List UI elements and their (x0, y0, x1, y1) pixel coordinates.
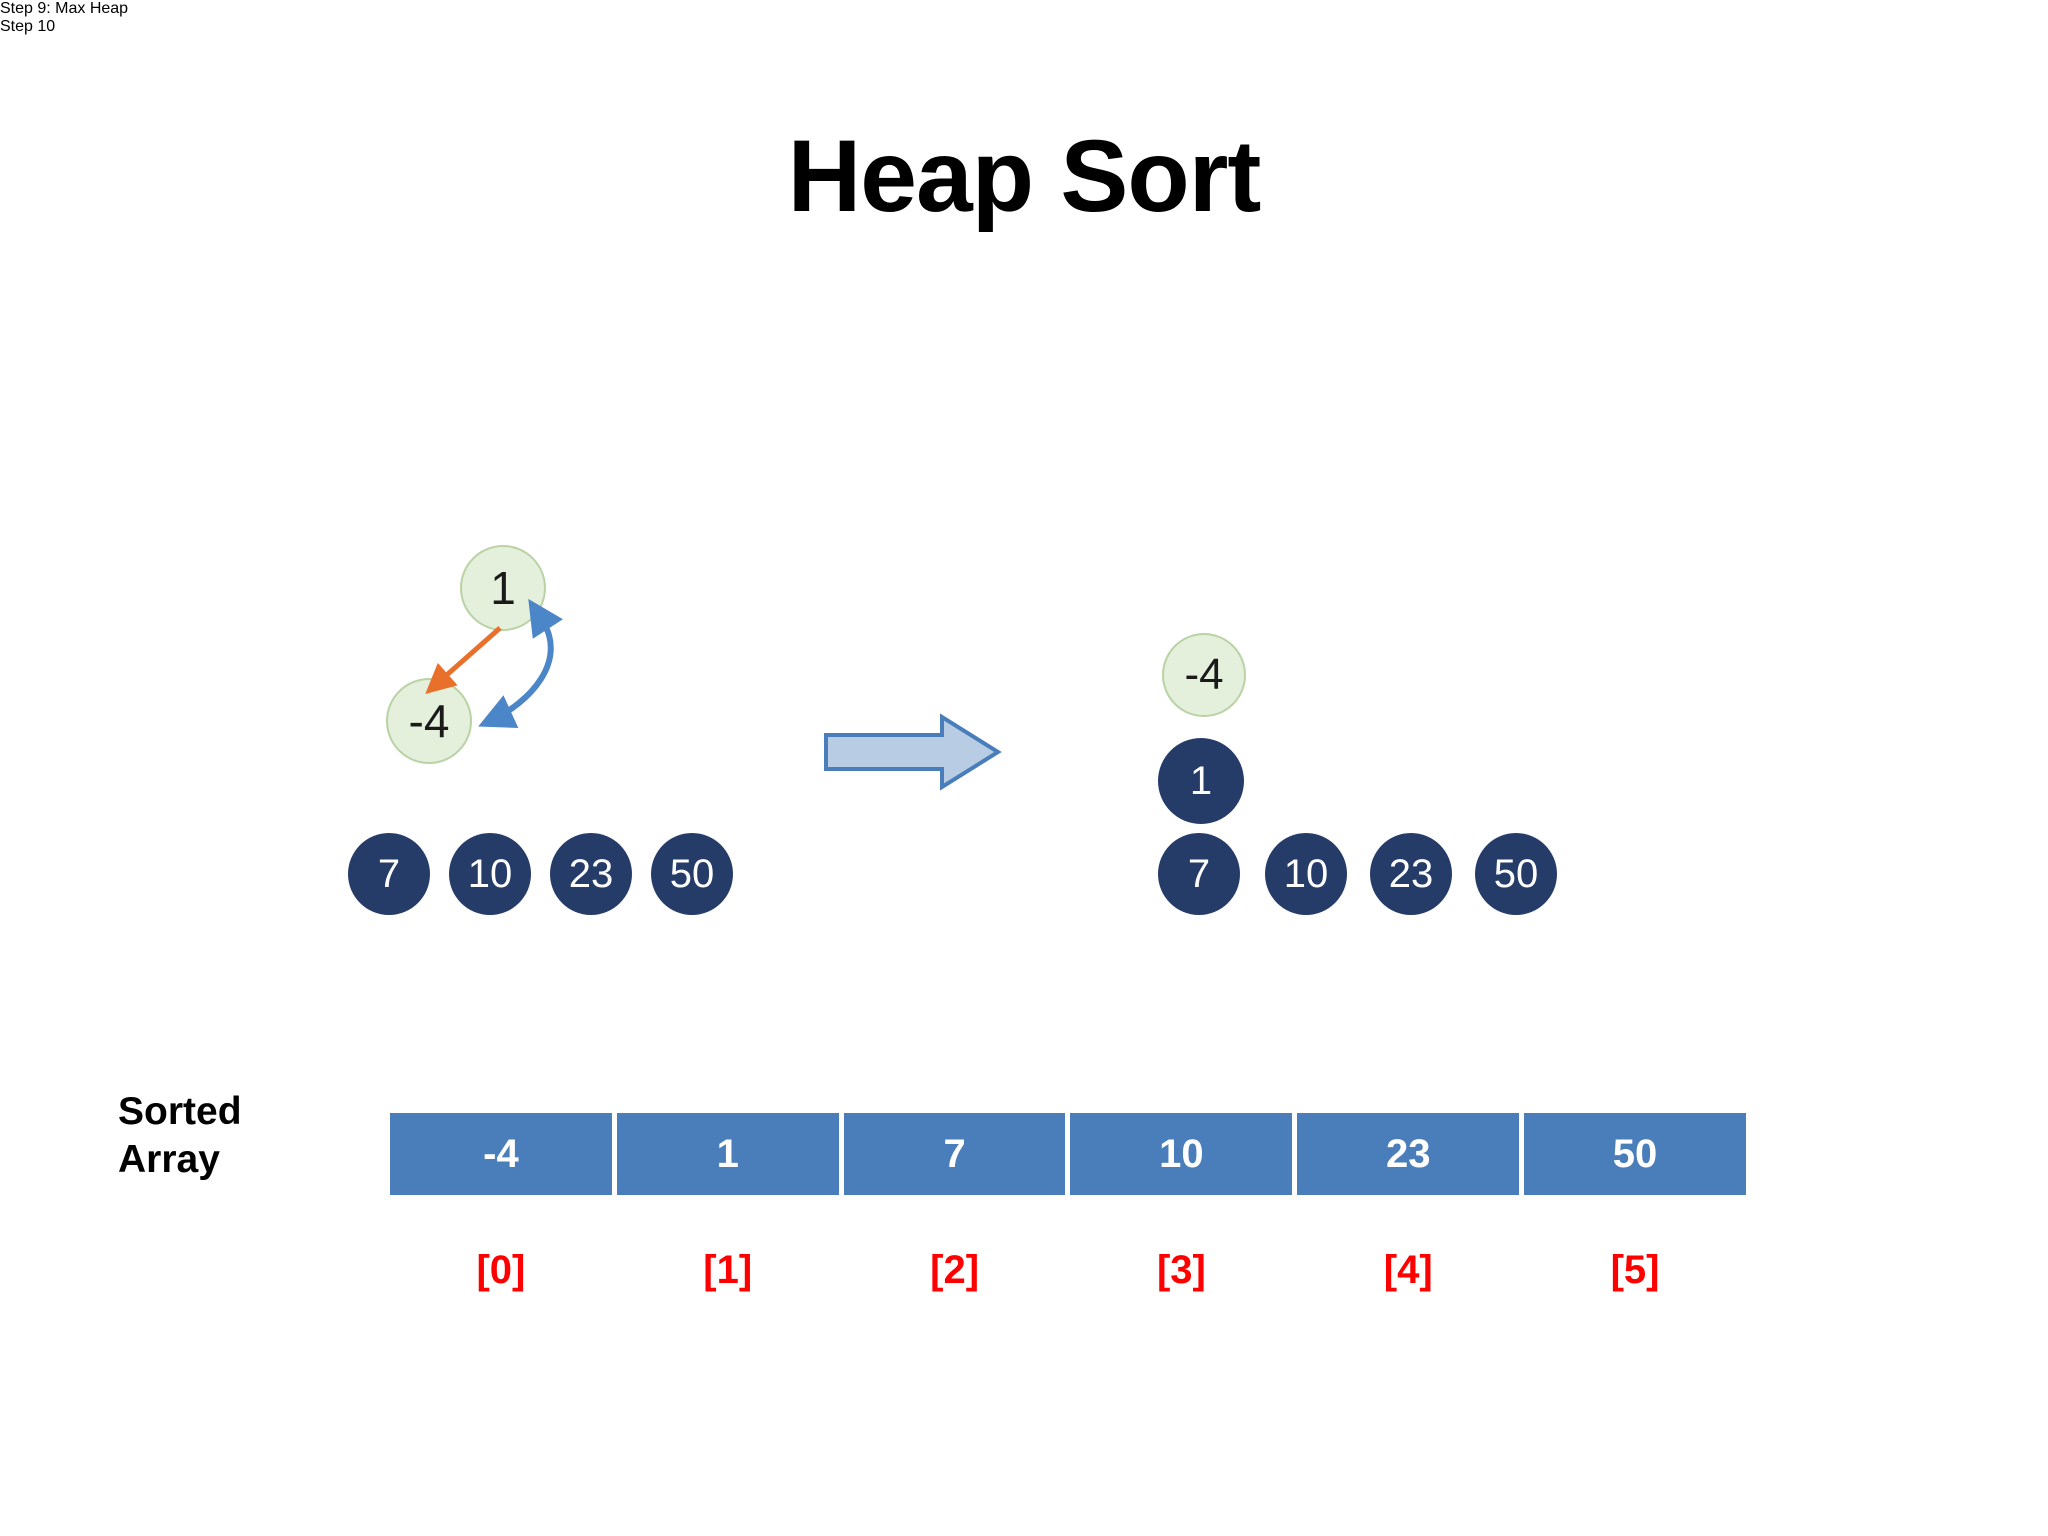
sorted-array-label: Sorted Array (118, 1088, 368, 1183)
swap-arrow-blue (478, 598, 563, 728)
left-tree-node-child: -4 (386, 678, 472, 764)
move-arrow-orange (425, 626, 502, 694)
right-sorted-node-3: 50 (1475, 833, 1557, 915)
right-tree-node-extracted: -4 (1162, 633, 1246, 717)
left-tree-node-root: 1 (460, 545, 546, 631)
transition-right-arrow-icon (824, 713, 1002, 791)
right-sorted-node-2: 23 (1370, 833, 1452, 915)
sorted-array-row: -4 1 7 10 23 50 (390, 1113, 1746, 1195)
sorted-array-label-line1: Sorted (118, 1090, 242, 1133)
left-sorted-node-2: 23 (550, 833, 632, 915)
right-tree-node-placed: 1 (1158, 738, 1244, 824)
array-cell-3: 10 (1070, 1113, 1293, 1195)
array-cell-5: 50 (1524, 1113, 1746, 1195)
array-index-3: [3] (1156, 1247, 1206, 1292)
array-index-0: [0] (476, 1247, 526, 1292)
array-cell-1: 1 (616, 1113, 839, 1195)
left-sorted-node-1: 10 (449, 833, 531, 915)
array-cell-0: -4 (390, 1113, 612, 1195)
left-sorted-node-0: 7 (348, 833, 430, 915)
array-index-5: [5] (1610, 1247, 1660, 1292)
array-index-1: [1] (703, 1247, 753, 1292)
step-10-heading: Step 10 (0, 18, 56, 35)
sorted-array-label-line2: Array (118, 1137, 220, 1181)
array-index-row: [0] [1] [2] [3] [4] [5] (390, 1240, 1746, 1300)
step-9-heading: Step 9: Max Heap (0, 0, 129, 17)
right-sorted-node-1: 10 (1265, 833, 1347, 915)
array-index-4: [4] (1383, 1247, 1433, 1292)
array-cell-4: 23 (1297, 1113, 1520, 1195)
page-title: Heap Sort (787, 119, 1262, 233)
right-sorted-node-0: 7 (1158, 833, 1240, 915)
array-index-2: [2] (930, 1247, 980, 1292)
array-cell-2: 7 (843, 1113, 1066, 1195)
left-sorted-node-3: 50 (651, 833, 733, 915)
